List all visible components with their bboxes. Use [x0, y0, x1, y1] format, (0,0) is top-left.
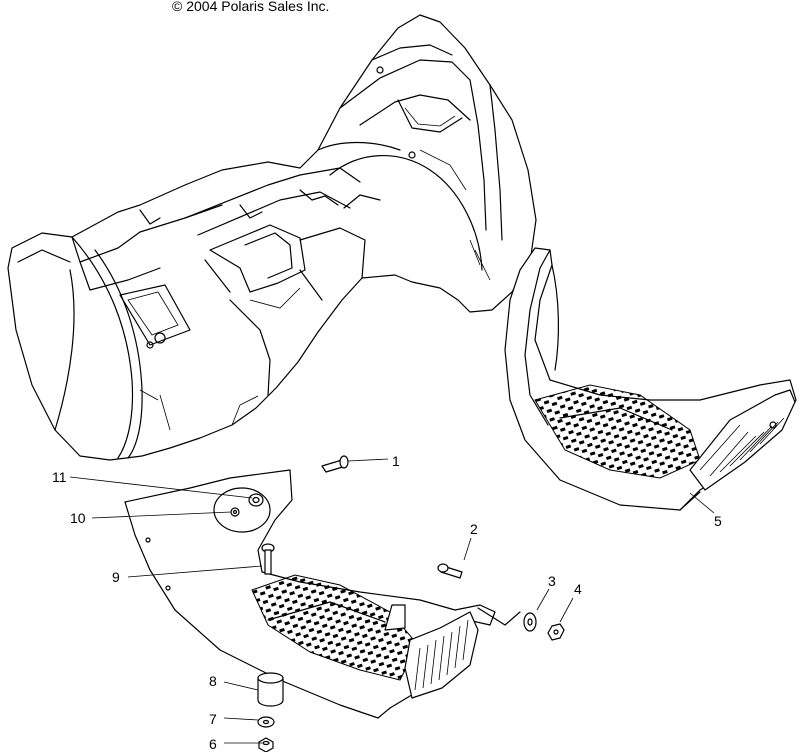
- callout-9: 9: [112, 569, 120, 585]
- callout-7: 7: [209, 711, 217, 727]
- callout-3: 3: [548, 573, 556, 589]
- leader-lines: [69, 458, 715, 744]
- left-footwell: [124, 469, 521, 719]
- callout-8: 8: [209, 673, 217, 689]
- bolt-9: [261, 543, 275, 575]
- callout-6: 6: [209, 736, 217, 752]
- callout-5: 5: [714, 513, 722, 529]
- callout-4: 4: [574, 581, 582, 597]
- callout-2: 2: [470, 521, 478, 537]
- copyright-notice: © 2004 Polaris Sales Inc.: [172, 0, 330, 14]
- hardware: [230, 455, 565, 752]
- bolt-2: [437, 563, 463, 579]
- washer-7: [257, 716, 275, 728]
- callout-10: 10: [70, 510, 86, 526]
- callout-labels: 1 2 3 4 5 6 7 8 9 10 11: [52, 453, 722, 752]
- callout-1: 1: [392, 453, 400, 469]
- nut-4: [547, 623, 565, 641]
- bolt-1: [321, 455, 349, 473]
- fastener-10: [230, 507, 240, 517]
- washer-3: [523, 612, 537, 632]
- callout-11: 11: [52, 469, 67, 485]
- nut-6: [258, 737, 274, 752]
- grommet-11: [248, 493, 264, 507]
- right-footwell: [504, 247, 797, 511]
- bumper-8: [257, 672, 284, 707]
- rear-fender-assembly: [7, 14, 537, 461]
